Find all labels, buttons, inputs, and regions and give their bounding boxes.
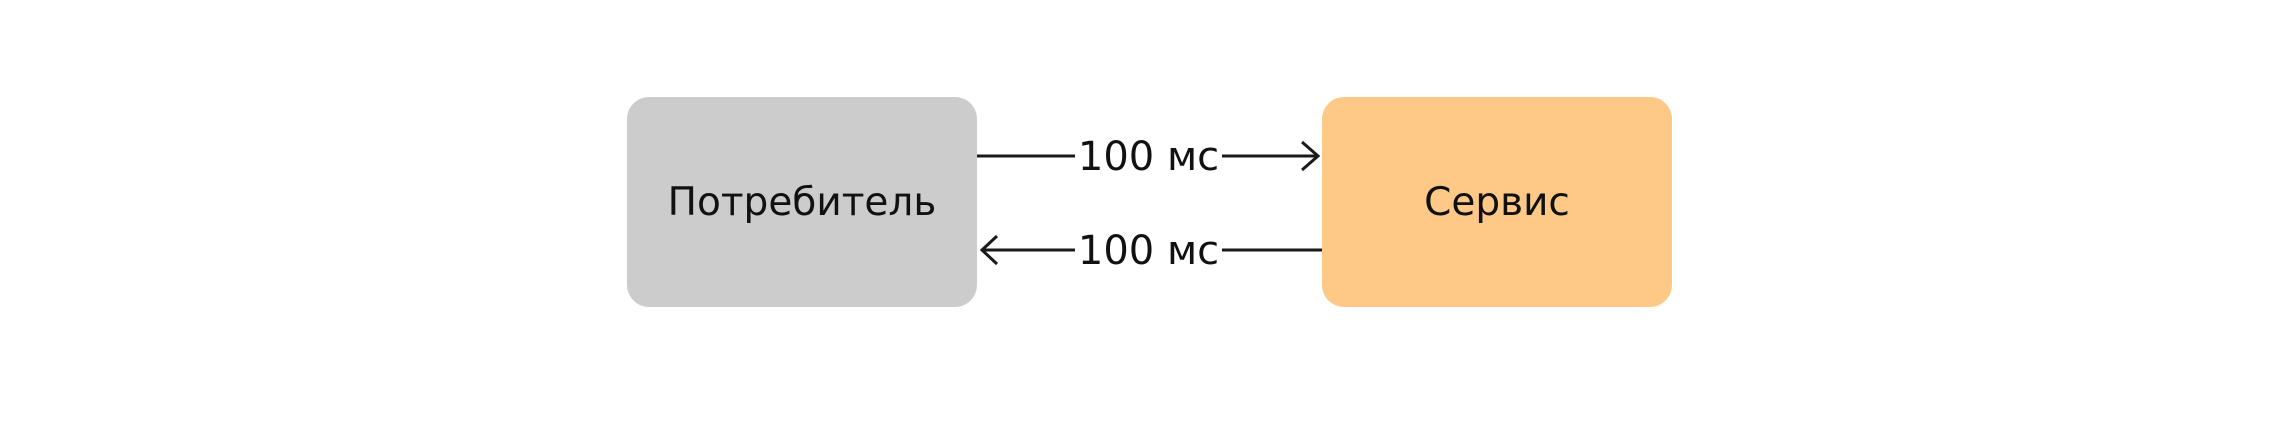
consumer-label: Потребитель bbox=[667, 179, 937, 225]
consumer-node: Потребитель bbox=[627, 97, 977, 307]
response-arrowhead-icon bbox=[979, 234, 999, 266]
request-label: 100 мс bbox=[1078, 134, 1219, 180]
response-edge: 100 мс bbox=[979, 228, 1322, 274]
service-node: Сервис bbox=[1322, 97, 1672, 307]
request-arrowhead-icon bbox=[1301, 140, 1321, 172]
request-edge: 100 мс bbox=[977, 134, 1321, 180]
response-label: 100 мс bbox=[1078, 228, 1219, 274]
service-label: Сервис bbox=[1424, 179, 1570, 225]
